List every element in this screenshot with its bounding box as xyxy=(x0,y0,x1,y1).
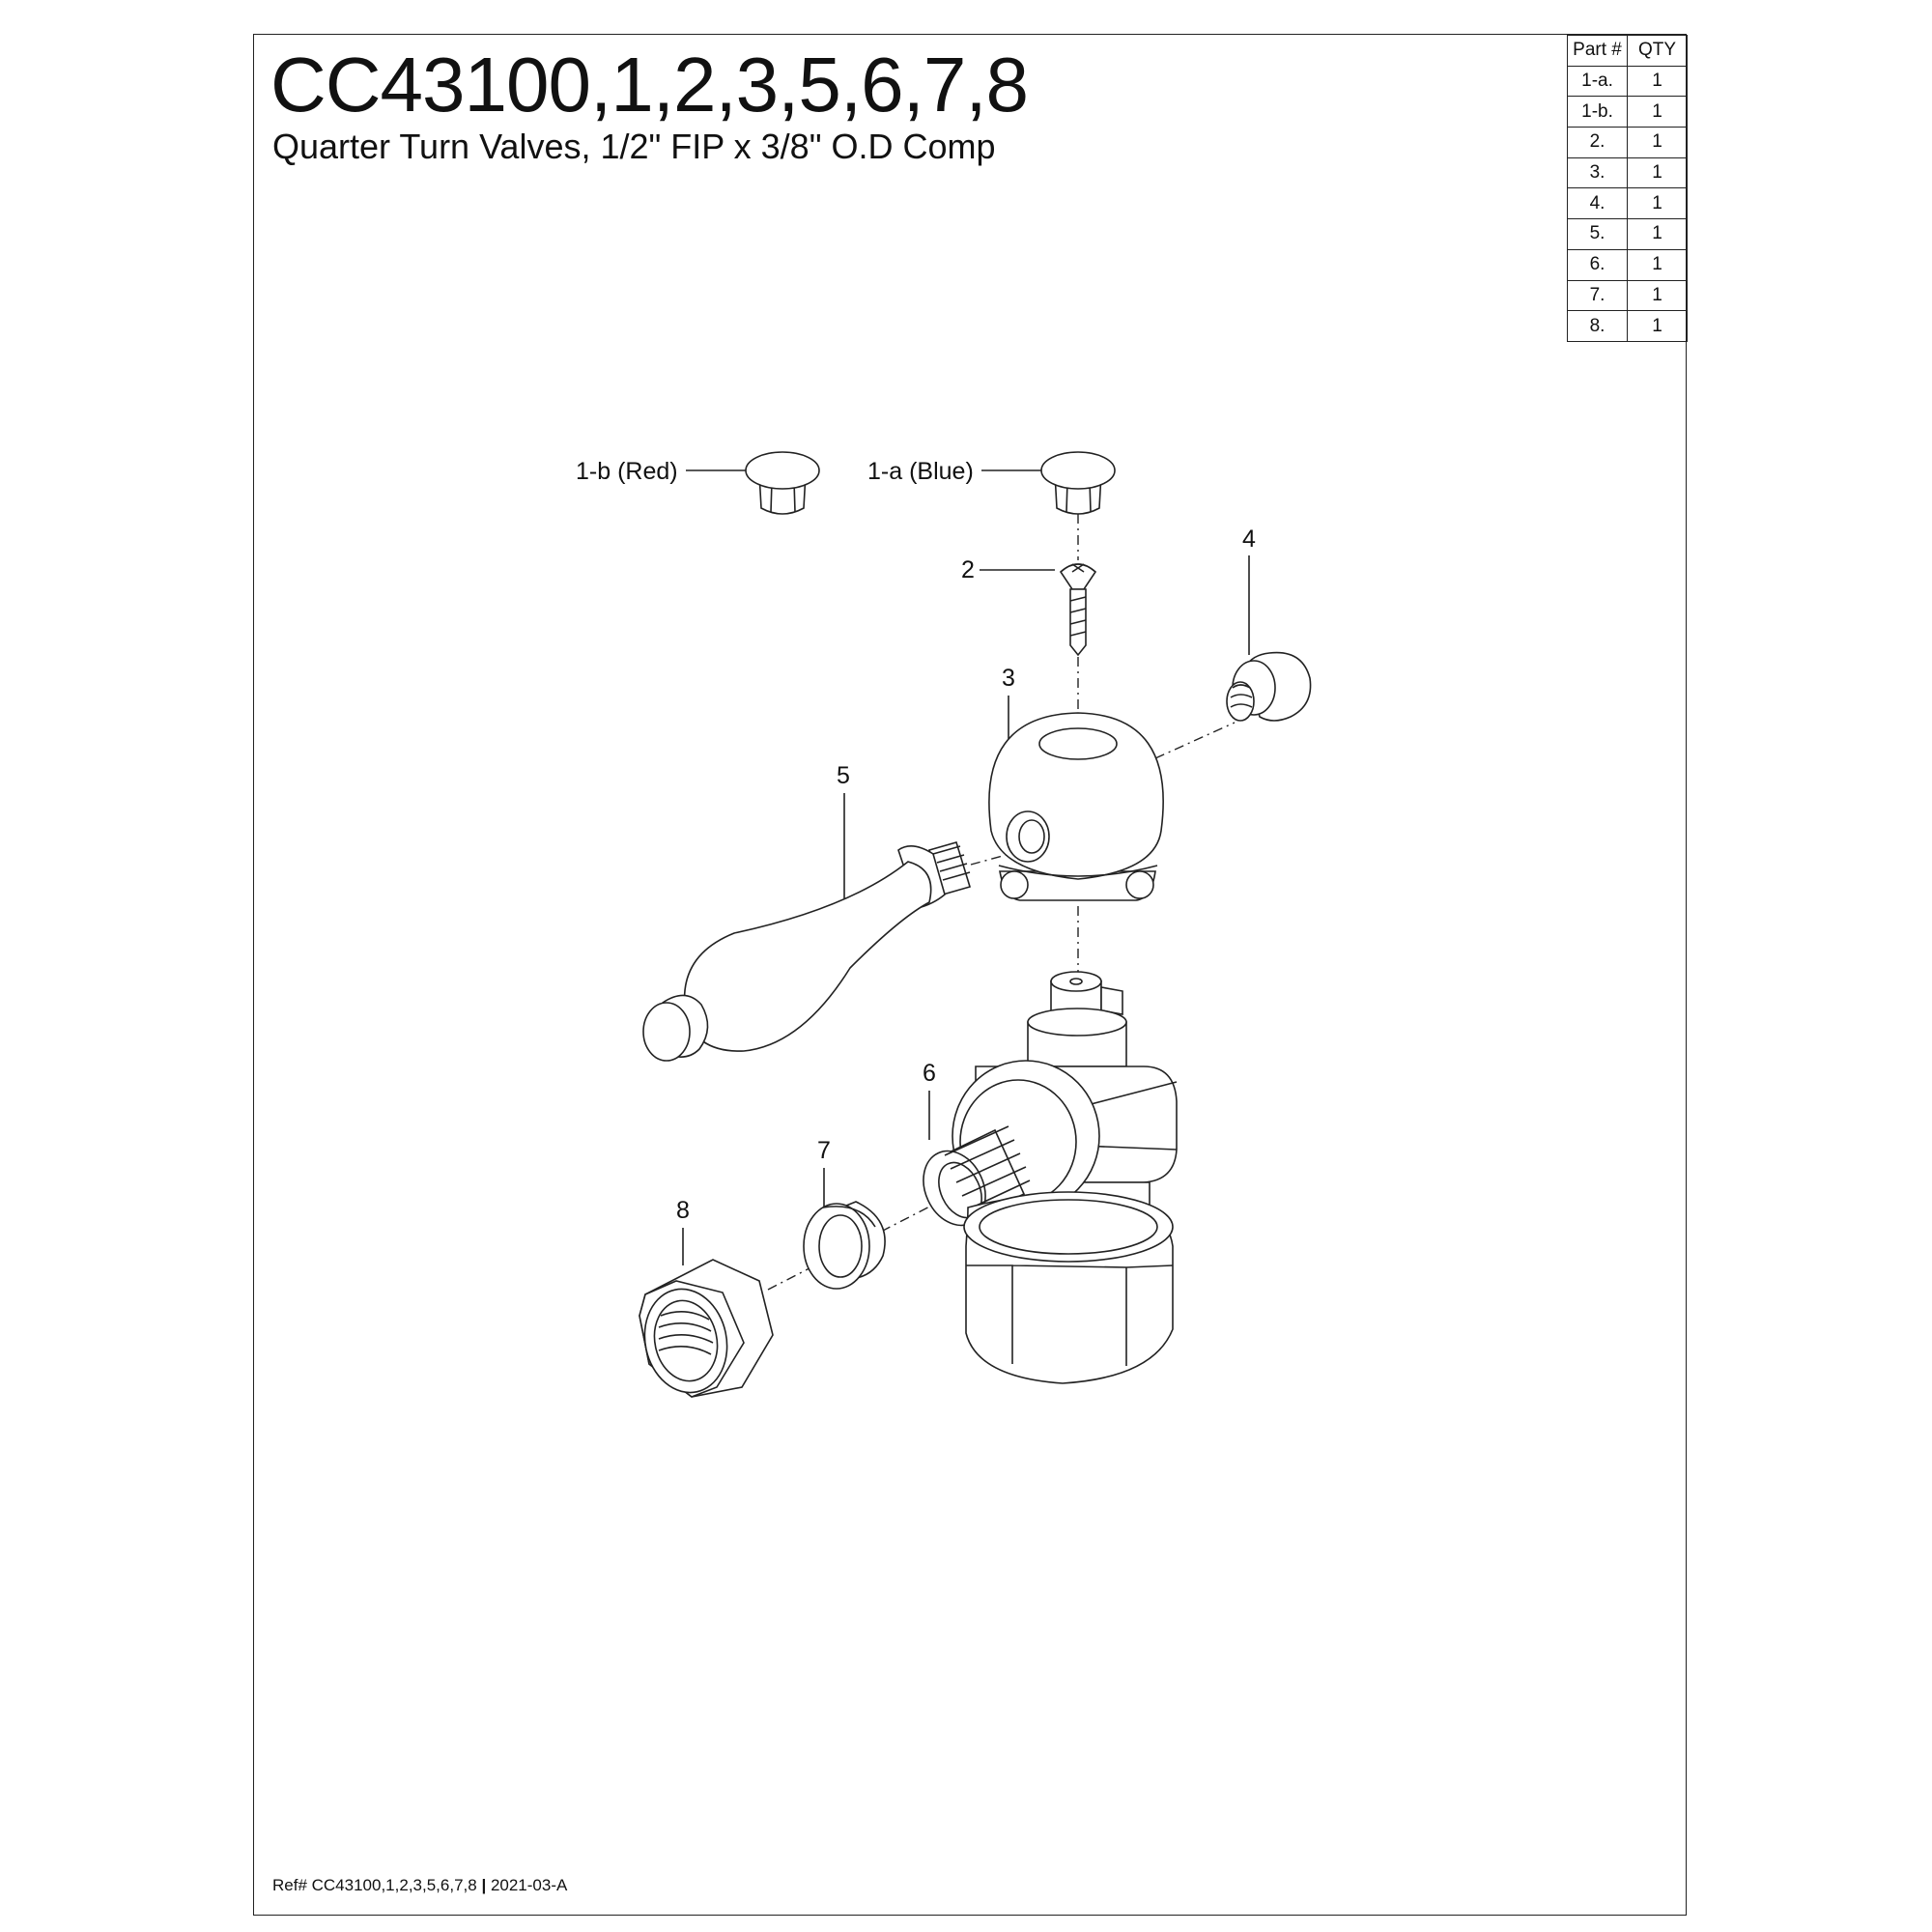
table-row: 1-b.1 xyxy=(1567,96,1688,128)
parts-table-header: Part # QTY xyxy=(1567,35,1688,67)
table-row: 2.1 xyxy=(1567,127,1688,158)
callout-8-label: 8 xyxy=(676,1197,690,1224)
part-cell: 4. xyxy=(1567,187,1628,220)
part-cell: 8. xyxy=(1567,310,1628,342)
screw-part-2 xyxy=(1059,563,1097,657)
lever-handle-part-3 xyxy=(988,712,1164,901)
revision-code: 2021-03-A xyxy=(490,1876,568,1894)
table-row: 3.1 xyxy=(1567,156,1688,189)
callout-6-label: 6 xyxy=(923,1060,936,1087)
table-row: 5.1 xyxy=(1567,218,1688,250)
callout-4-label: 4 xyxy=(1242,526,1256,553)
valve-body-part-6 xyxy=(923,971,1178,1384)
index-button-red-part-1b xyxy=(745,451,820,515)
table-row: 4.1 xyxy=(1567,187,1688,220)
reference-number: Ref# CC43100,1,2,3,5,6,7,8 xyxy=(272,1876,477,1894)
callout-3-label: 3 xyxy=(1002,665,1015,692)
drawing-sheet-border xyxy=(253,34,1687,1916)
centerline-handle-cap xyxy=(1154,722,1236,759)
callout-1a-label: 1-a (Blue) xyxy=(867,458,974,485)
reference-footer: Ref# CC43100,1,2,3,5,6,7,8 | 2021-03-A xyxy=(272,1876,567,1895)
qty-cell: 1 xyxy=(1627,279,1688,312)
compression-sleeve-part-7 xyxy=(803,1201,886,1290)
qty-cell: 1 xyxy=(1627,156,1688,189)
page-subtitle: Quarter Turn Valves, 1/2" FIP x 3/8" O.D… xyxy=(272,127,996,166)
handle-cap-part-4 xyxy=(1226,651,1312,722)
footer-separator: | xyxy=(481,1876,487,1894)
qty-cell: 1 xyxy=(1627,218,1688,250)
table-row: 8.1 xyxy=(1567,310,1688,342)
qty-cell: 1 xyxy=(1627,187,1688,220)
callout-2-label: 2 xyxy=(961,556,975,583)
index-button-blue-part-1a xyxy=(1040,451,1116,515)
part-cell: 5. xyxy=(1567,218,1628,250)
qty-header: QTY xyxy=(1627,35,1688,67)
compression-nut-part-8 xyxy=(639,1259,774,1398)
part-cell: 1-a. xyxy=(1567,65,1628,98)
qty-cell: 1 xyxy=(1627,310,1688,342)
part-cell: 2. xyxy=(1567,127,1628,158)
callout-5-label: 5 xyxy=(837,762,850,789)
porcelain-lever-part-5 xyxy=(642,841,972,1062)
parts-table: Part # QTY 1-a.1 1-b.1 2.1 3.1 4.1 5.1 6… xyxy=(1567,35,1688,342)
qty-cell: 1 xyxy=(1627,248,1688,281)
part-number-header: Part # xyxy=(1567,35,1628,67)
qty-cell: 1 xyxy=(1627,96,1688,128)
callout-7-label: 7 xyxy=(817,1137,831,1164)
callout-1b-label: 1-b (Red) xyxy=(576,458,678,485)
page-title: CC43100,1,2,3,5,6,7,8 xyxy=(270,42,1029,128)
